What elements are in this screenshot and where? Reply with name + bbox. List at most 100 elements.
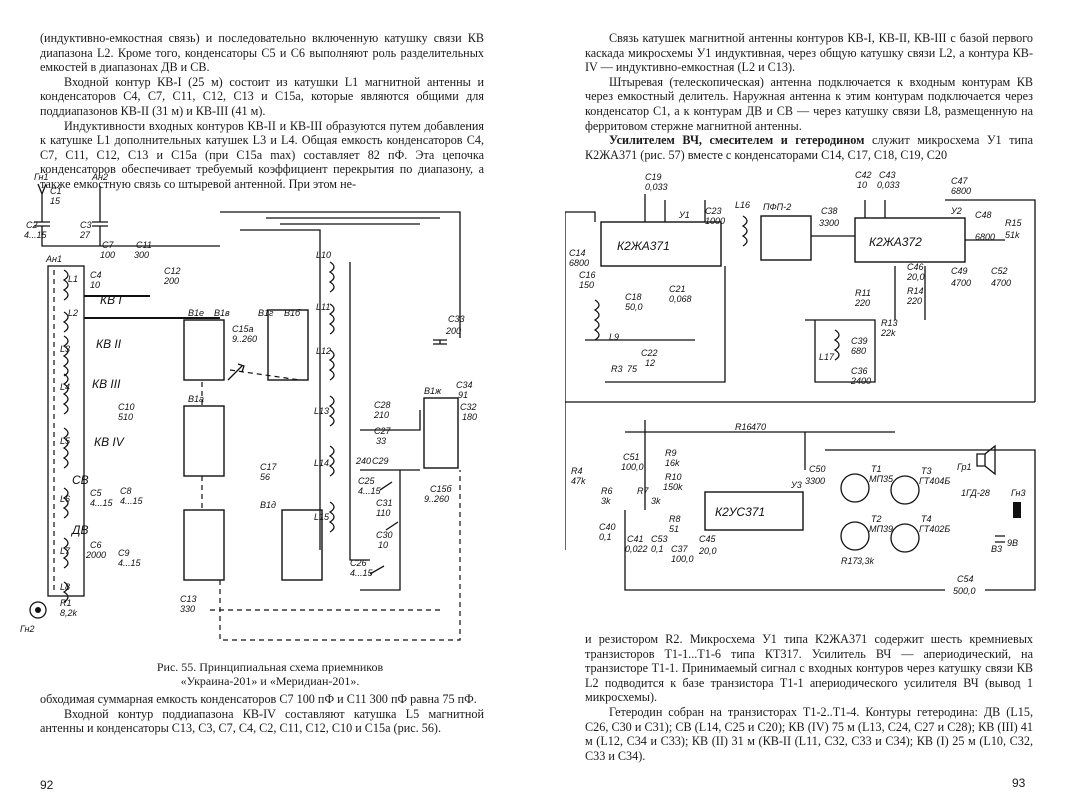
c48-value: 6800 — [975, 232, 995, 242]
l1-label: L1 — [68, 274, 78, 284]
c47-value: 6800 — [951, 186, 971, 196]
c9-value: 4...15 — [118, 558, 142, 568]
r3-label: R3 — [611, 364, 623, 374]
c39-value: 680 — [851, 346, 866, 356]
c41-value: 0,022 — [625, 544, 648, 554]
c6-label: C6 — [90, 540, 102, 550]
c30-label: C30 — [376, 530, 393, 540]
right-paragraph-4: и резистором R2. Микросхема У1 типа К2ЖА… — [585, 632, 1033, 705]
l4-label: L4 — [60, 382, 70, 392]
c38-value: 3300 — [819, 218, 839, 228]
c39-label: C39 — [851, 336, 868, 346]
t4-type: ГТ402Б — [919, 524, 950, 534]
left-paragraph-3: Индуктивности входных контуров КВ-II и К… — [40, 118, 484, 191]
c42-label: C42 — [855, 170, 872, 180]
gn2-label: Гн2 — [20, 624, 34, 634]
b3-label: В3 — [991, 544, 1002, 554]
r13-value: 22k — [880, 328, 896, 338]
kv2-label: КВ II — [96, 337, 122, 351]
r15-value: 51k — [1005, 230, 1020, 240]
l13-label: L13 — [314, 406, 329, 416]
figure-55-caption: Рис. 55. Принципиальная схема приемников… — [130, 660, 410, 688]
b1v-label: B1в — [214, 308, 230, 318]
left-paragraph-5: Входной контур поддиапазона КВ-IV состав… — [40, 706, 484, 736]
oscillator-coils — [328, 261, 335, 533]
c21-label: C21 — [669, 284, 686, 294]
r8-value: 51 — [669, 524, 679, 534]
r17-value: 3,3k — [857, 556, 875, 566]
pfp-label: ПФП-2 — [763, 202, 791, 212]
c14-label: C14 — [569, 248, 586, 258]
speaker-type: 1ГД-28 — [961, 488, 990, 498]
gn1-label: Гн1 — [34, 172, 48, 182]
c31-label: C31 — [376, 498, 393, 508]
c1-label: C1 — [50, 186, 62, 196]
c12-value: 200 — [163, 276, 179, 286]
u2-type: К2ЖА372 — [869, 235, 922, 249]
c14-value: 6800 — [569, 258, 589, 268]
c28-label: C28 — [374, 400, 391, 410]
b1b-label: B1б — [284, 308, 301, 318]
page-number-left: 92 — [40, 778, 54, 792]
l5-label: L5 — [60, 436, 71, 446]
c54-value: 500,0 — [953, 586, 976, 596]
l17-label: L17 — [819, 352, 835, 362]
b1zh-label: B1ж — [424, 386, 442, 396]
c34-label: C34 — [456, 380, 473, 390]
c27-label: C27 — [374, 426, 392, 436]
c7-value: 100 — [100, 250, 115, 260]
l9-label: L9 — [609, 332, 619, 342]
c38-label: C38 — [821, 206, 838, 216]
c13-value: 330 — [180, 604, 195, 614]
sv-label: СВ — [72, 473, 89, 487]
c43-label: C43 — [879, 170, 896, 180]
u1-label: У1 — [678, 210, 690, 220]
t3-type: ГТ404Б — [919, 476, 950, 486]
c16-label: C16 — [579, 270, 596, 280]
left-page: (индуктивно-емкостная связь) и последова… — [0, 0, 520, 811]
c25-value: 4...15 — [358, 486, 382, 496]
c43-value: 0,033 — [877, 180, 900, 190]
b1a-label: B1a — [188, 394, 204, 404]
r9-value: 16k — [665, 458, 680, 468]
l14-label: L14 — [314, 458, 329, 468]
l2-label: L2 — [68, 308, 78, 318]
r7-value: 3k — [651, 496, 661, 506]
l15-label: L15 — [314, 512, 330, 522]
c17-value: 56 — [260, 472, 270, 482]
r6-label: R6 — [601, 486, 613, 496]
c47-label: C47 — [951, 176, 969, 186]
left-paragraph-1: (индуктивно-емкостная связь) и последова… — [40, 31, 484, 75]
c5-label: C5 — [90, 488, 102, 498]
c5-value: 4...15 — [90, 498, 114, 508]
right-paragraph-5: Гетеродин собран на транзисторах T1-2..T… — [585, 704, 1033, 763]
dv-label: ДВ — [70, 523, 88, 537]
t1-label: T1 — [871, 464, 882, 474]
c3-value: 27 — [79, 230, 91, 240]
c12-label: C12 — [164, 266, 181, 276]
c4-value: 10 — [90, 280, 100, 290]
c11-label: C11 — [136, 240, 152, 250]
c3-label: C3 — [80, 220, 92, 230]
c51-label: C51 — [623, 452, 640, 462]
c15b-value: 9..260 — [424, 494, 449, 504]
l8-label: L8 — [60, 582, 70, 592]
c45-label: C45 — [699, 534, 717, 544]
c13-label: C13 — [180, 594, 197, 604]
c53-value: 0,1 — [651, 544, 664, 554]
c48-label: C48 — [975, 210, 992, 220]
c26-value: 4...15 — [350, 568, 374, 578]
c15a-label: C15a — [232, 324, 254, 334]
c30-value: 10 — [378, 540, 388, 550]
c29-label: C29 — [372, 456, 389, 466]
c33-value: 200 — [445, 326, 461, 336]
right-page: Связь катушек магнитной антенны контуров… — [545, 0, 1070, 811]
supply-voltage: 9В — [1007, 538, 1018, 548]
r7-label: R7 — [637, 486, 649, 496]
caption-line-2: «Украина-201» и «Меридиан-201». — [180, 674, 360, 688]
c33-label: C33 — [448, 314, 465, 324]
r11-value: 220 — [854, 298, 870, 308]
r15-label: R15 — [1005, 218, 1023, 228]
c4-label: C4 — [90, 270, 102, 280]
u2-label: У2 — [950, 206, 962, 216]
